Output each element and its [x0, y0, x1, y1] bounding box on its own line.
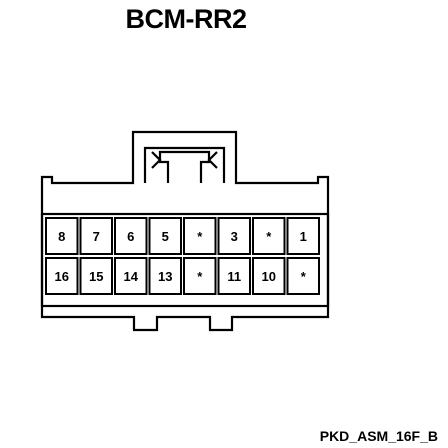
pin-cell: [252, 217, 286, 255]
latch-tab-right: [207, 151, 218, 169]
pin-cell: [183, 257, 217, 295]
connector-title: BCM-RR2: [125, 4, 248, 34]
pin-field-border: [40, 212, 330, 308]
latch-tab-left: [151, 151, 162, 169]
pin-number: 7: [93, 229, 100, 244]
pin-number: 3: [231, 229, 238, 244]
pin-number: 6: [127, 229, 134, 244]
reference-code: PKD_ASM_16F_B: [319, 428, 438, 444]
pin-number: 14: [124, 269, 139, 284]
pin-cell: [148, 217, 182, 255]
pin-unused-marker: *: [301, 269, 307, 284]
pin-cell: [217, 217, 251, 255]
pin-number: 10: [262, 269, 276, 284]
pin-unused-marker: *: [197, 229, 203, 244]
pin-cell: [79, 257, 113, 295]
pin-cell: [252, 257, 286, 295]
pin-number: 13: [158, 269, 172, 284]
pin-cell: [148, 257, 182, 295]
pin-cell: [114, 217, 148, 255]
pin-cell: [286, 217, 320, 255]
pin-unused-marker: *: [197, 269, 203, 284]
pin-number: 5: [162, 229, 169, 244]
pin-cell: [114, 257, 148, 295]
latch-outer: [143, 146, 226, 183]
pin-number: 1: [300, 229, 307, 244]
pin-cell: [45, 217, 79, 255]
pin-number: 11: [227, 269, 241, 284]
pin-number: 15: [89, 269, 103, 284]
pin-cell: [183, 217, 217, 255]
pin-number: 16: [55, 269, 69, 284]
latch-nub: [158, 150, 211, 183]
pin-cell: [217, 257, 251, 295]
pin-number: 8: [58, 229, 65, 244]
pin-cell: [45, 257, 79, 295]
pin-cell: [286, 257, 320, 295]
pin-unused-marker: *: [266, 229, 272, 244]
pin-cell: [79, 217, 113, 255]
